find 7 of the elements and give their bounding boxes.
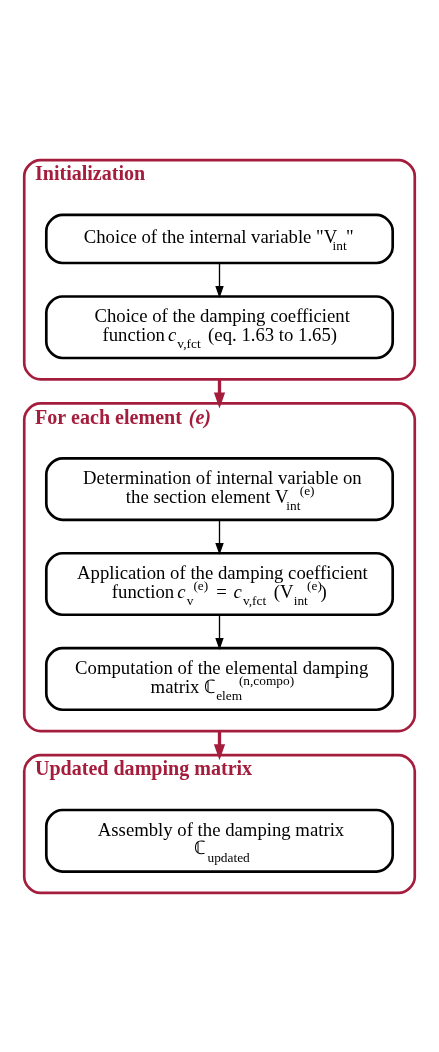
arrow (215, 613, 224, 650)
node-box: Application of the damping coefficient function c$_{v}$$^{(e)}$ = c$_{v,fct}$ (V$_{int}$$^{(e)}$) (44, 551, 395, 616)
node-box: Assembly of the damping matrix ℂ$_{updated}$ (44, 808, 395, 873)
arrow (215, 262, 224, 298)
node-box: Choice of the internal variable "V$_{int}$" (44, 213, 395, 264)
arrow (215, 518, 224, 555)
node-box: Choice of the damping coefficient function c$_{v,fct}$ (eq. 1.63 to 1.65) (44, 294, 395, 359)
